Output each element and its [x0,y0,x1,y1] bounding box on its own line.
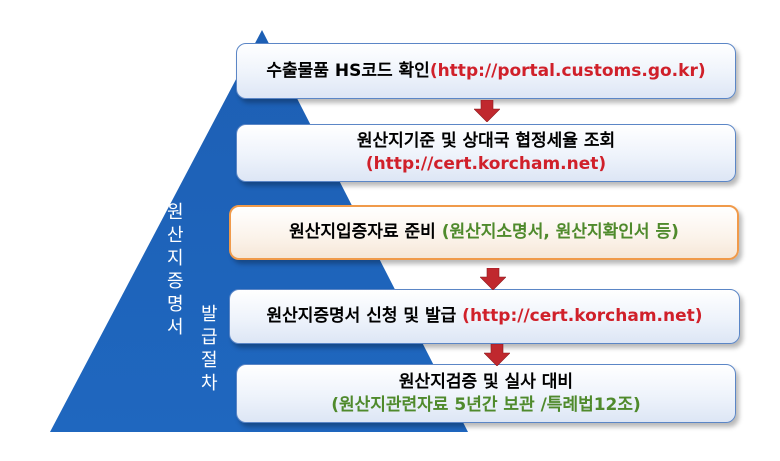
step-1-text: 수출물품 HS코드 확인(http://portal.customs.go.kr… [266,60,705,83]
down-arrow-icon [474,100,500,122]
step-1-main: 수출물품 HS코드 확인 [266,60,430,81]
step-2-link: (http://cert.korcham.net) [365,154,607,174]
step-2-line1: 원산지기준 및 상대국 협정세율 조회 [356,131,616,152]
step-5-line1: 원산지검증 및 실사 대비 [398,371,574,392]
label-char: 원 [167,202,184,223]
down-arrow-icon [480,268,506,290]
step-5-note: (원산지관련자료 5년간 보관 /특례법12조) [331,394,641,415]
step-3-main: 원산지입증자료 준비 [289,222,442,243]
pyramid-label-certificate: 원 산 지 증 명 서 [167,201,184,339]
label-char: 발 [201,304,218,325]
step-4-text: 원산지증명서 신청 및 발급 (http://cert.korcham.net) [266,305,702,328]
pyramid-label-procedure: 발 급 절 차 [201,303,218,395]
down-arrow-icon [484,344,510,366]
step-1-link: (http://portal.customs.go.kr) [429,60,706,81]
step-4-issuance: 원산지증명서 신청 및 발급 (http://cert.korcham.net) [229,289,740,344]
label-char: 차 [201,373,218,394]
step-2-criteria: 원산지기준 및 상대국 협정세율 조회 (http://cert.korcham… [236,124,736,182]
step-5-verification: 원산지검증 및 실사 대비 (원산지관련자료 5년간 보관 /특례법12조) [236,364,736,423]
label-char: 서 [167,317,184,338]
step-3-text: 원산지입증자료 준비 (원산지소명서, 원산지확인서 등) [289,221,679,244]
step-4-main: 원산지증명서 신청 및 발급 [266,306,463,327]
label-char: 증 [167,271,184,292]
label-char: 급 [201,327,218,348]
step-3-evidence: 원산지입증자료 준비 (원산지소명서, 원산지확인서 등) [229,205,739,260]
label-char: 절 [201,350,218,371]
step-4-link: (http://cert.korcham.net) [462,306,703,327]
step-1-hs-code: 수출물품 HS코드 확인(http://portal.customs.go.kr… [236,43,736,99]
step-3-note: (원산지소명서, 원산지확인서 등) [441,222,679,243]
label-char: 명 [167,294,184,315]
label-char: 지 [167,248,184,269]
label-char: 산 [167,225,184,246]
